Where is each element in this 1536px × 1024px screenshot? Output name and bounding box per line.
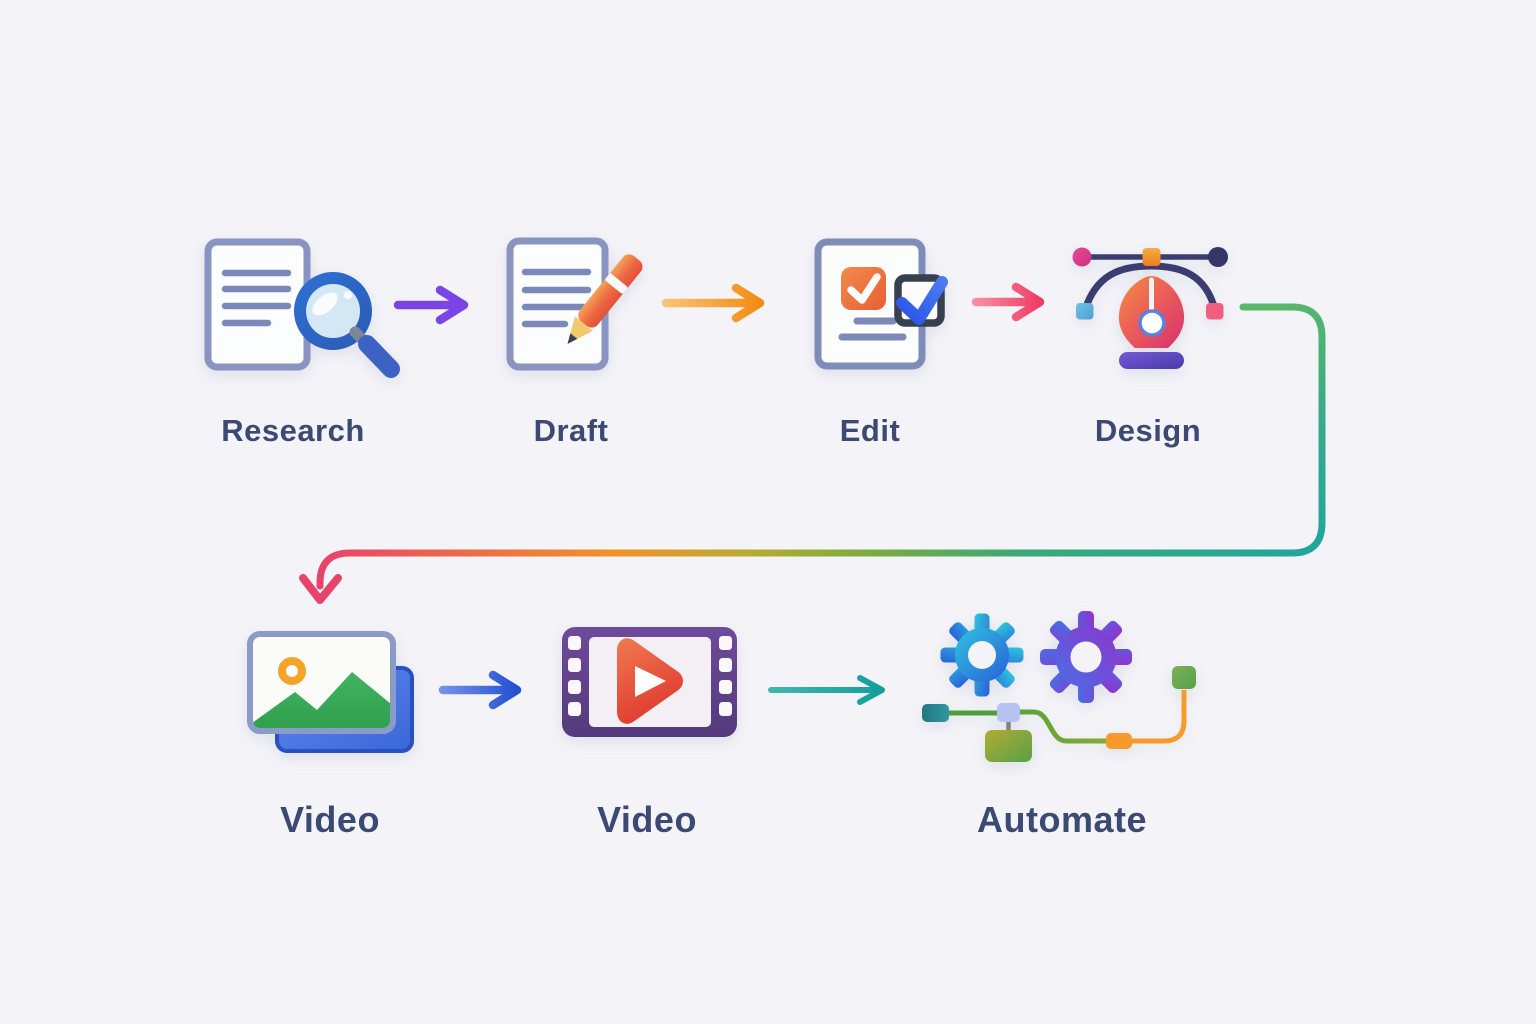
front-photo-card (247, 631, 396, 734)
flowchart-nodes (922, 666, 1196, 762)
pen-tool-bezier-icon (1072, 247, 1228, 369)
pen-nib-icon (1118, 276, 1185, 369)
gear-icon (1040, 611, 1132, 703)
document-checklist-icon (814, 238, 948, 370)
flow-node-green (1172, 666, 1196, 689)
step-label-edit: Edit (839, 413, 901, 448)
magnifier-icon (294, 272, 400, 378)
pencil-icon (567, 254, 643, 344)
play-button-icon (617, 638, 683, 724)
image-stack-icon (247, 631, 414, 753)
checked-checkbox-icon (841, 267, 886, 310)
flow-node-lavender (997, 703, 1020, 722)
mountains-shape (253, 672, 390, 728)
document-magnifier-icon (204, 238, 400, 378)
blue-check-checkbox-icon (894, 274, 948, 327)
step-label-design: Design (1094, 413, 1202, 448)
film-sprocket-holes (568, 636, 732, 716)
step-label-video-film: Video (597, 799, 697, 840)
arrow-edit-to-design (971, 282, 1045, 322)
step-label-draft: Draft (533, 413, 609, 448)
sun-icon (278, 657, 306, 685)
flow-node-teal (922, 704, 949, 722)
step-label-automate: Automate (976, 799, 1148, 840)
gears-flowchart-icon (922, 611, 1196, 762)
document-pencil-icon (506, 237, 643, 371)
film-strip-play-icon (562, 627, 737, 737)
wrap-connector-design-to-video (299, 303, 1326, 604)
gear-icon (940, 613, 1024, 697)
arrow-draft-to-edit (661, 283, 765, 323)
arrow-video-to-video (438, 670, 522, 710)
arrowhead-down (299, 574, 342, 604)
arrow-video-to-automate (768, 675, 885, 705)
bezier-handles-icon (1072, 247, 1228, 320)
arrow-research-to-draft (393, 285, 469, 325)
step-label-research: Research (221, 413, 365, 448)
flow-node-orange (1106, 733, 1132, 749)
step-label-video-images: Video (280, 799, 380, 840)
flow-node-olive (985, 730, 1032, 762)
